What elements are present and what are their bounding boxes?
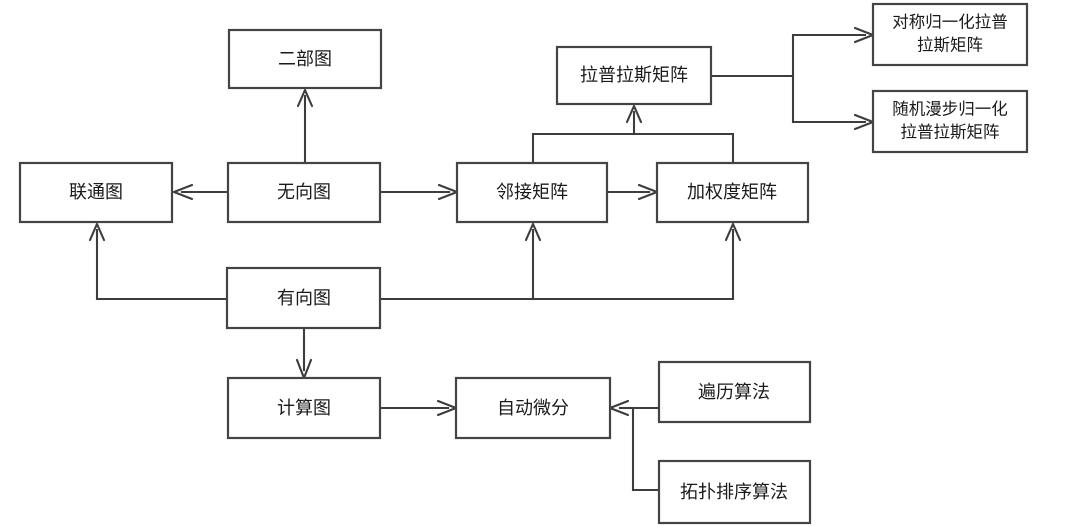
- edge-laplacian-to-sym-norm: [709, 26, 875, 78]
- node-traversal-algo-label: 遍历算法: [698, 382, 770, 402]
- node-rw-norm-lap[interactable]: 随机漫步归一化 拉普拉斯矩阵: [871, 89, 1029, 154]
- edge-directed-to-adjacency: [378, 222, 735, 301]
- edge-compute-graph-to-autodiff: [378, 399, 458, 417]
- node-compute-graph-label: 计算图: [277, 398, 331, 418]
- nodes-layer: 二部图 联通图 无向图 邻接矩阵 加权度矩阵: [18, 2, 1029, 525]
- node-connected[interactable]: 联通图: [18, 161, 174, 224]
- edge-directed-to-connected: [88, 222, 229, 301]
- node-sym-norm-lap-label-line2: 拉斯矩阵: [917, 35, 983, 54]
- node-compute-graph[interactable]: 计算图: [226, 376, 382, 440]
- node-sym-norm-lap[interactable]: 对称归一化拉普 拉斯矩阵: [871, 2, 1029, 67]
- node-autodiff[interactable]: 自动微分: [454, 376, 612, 440]
- edge-algorithms-to-autodiff: [608, 399, 661, 492]
- node-laplacian[interactable]: 拉普拉斯矩阵: [555, 45, 713, 106]
- node-adjacency-label: 邻接矩阵: [496, 182, 568, 202]
- node-topo-sort-algo[interactable]: 拓扑排序算法: [657, 459, 812, 525]
- node-adjacency[interactable]: 邻接矩阵: [455, 161, 609, 224]
- node-connected-label: 联通图: [69, 182, 123, 202]
- node-bipartite-label: 二部图: [278, 49, 332, 69]
- edge-undirected-to-adjacency: [378, 183, 459, 201]
- edge-directed-to-weighted-degree: [724, 222, 742, 301]
- edge-undirected-to-bipartite: [296, 88, 314, 165]
- node-weighted-degree[interactable]: 加权度矩阵: [655, 161, 810, 224]
- node-sym-norm-lap-label-line1: 对称归一化拉普: [892, 12, 1008, 31]
- edge-undirected-to-connected: [172, 183, 230, 201]
- node-undirected[interactable]: 无向图: [226, 161, 382, 224]
- node-directed[interactable]: 有向图: [225, 266, 382, 330]
- node-directed-label: 有向图: [277, 288, 331, 308]
- node-bipartite[interactable]: 二部图: [227, 28, 383, 90]
- node-traversal-algo[interactable]: 遍历算法: [657, 360, 812, 424]
- node-rw-norm-lap-label-line1: 随机漫步归一化: [892, 99, 1008, 118]
- edge-directed-to-compute-graph: [295, 326, 313, 380]
- node-weighted-degree-label: 加权度矩阵: [687, 182, 777, 202]
- edge-laplacian-to-rw-norm: [791, 74, 875, 131]
- node-topo-sort-algo-label: 拓扑排序算法: [680, 482, 788, 502]
- node-rw-norm-lap-label-line2: 拉普拉斯矩阵: [901, 122, 1000, 141]
- node-autodiff-label: 自动微分: [497, 398, 569, 418]
- node-undirected-label: 无向图: [277, 182, 331, 202]
- node-laplacian-label: 拉普拉斯矩阵: [580, 65, 688, 85]
- edge-adjacency-to-weighted-degree: [605, 183, 659, 201]
